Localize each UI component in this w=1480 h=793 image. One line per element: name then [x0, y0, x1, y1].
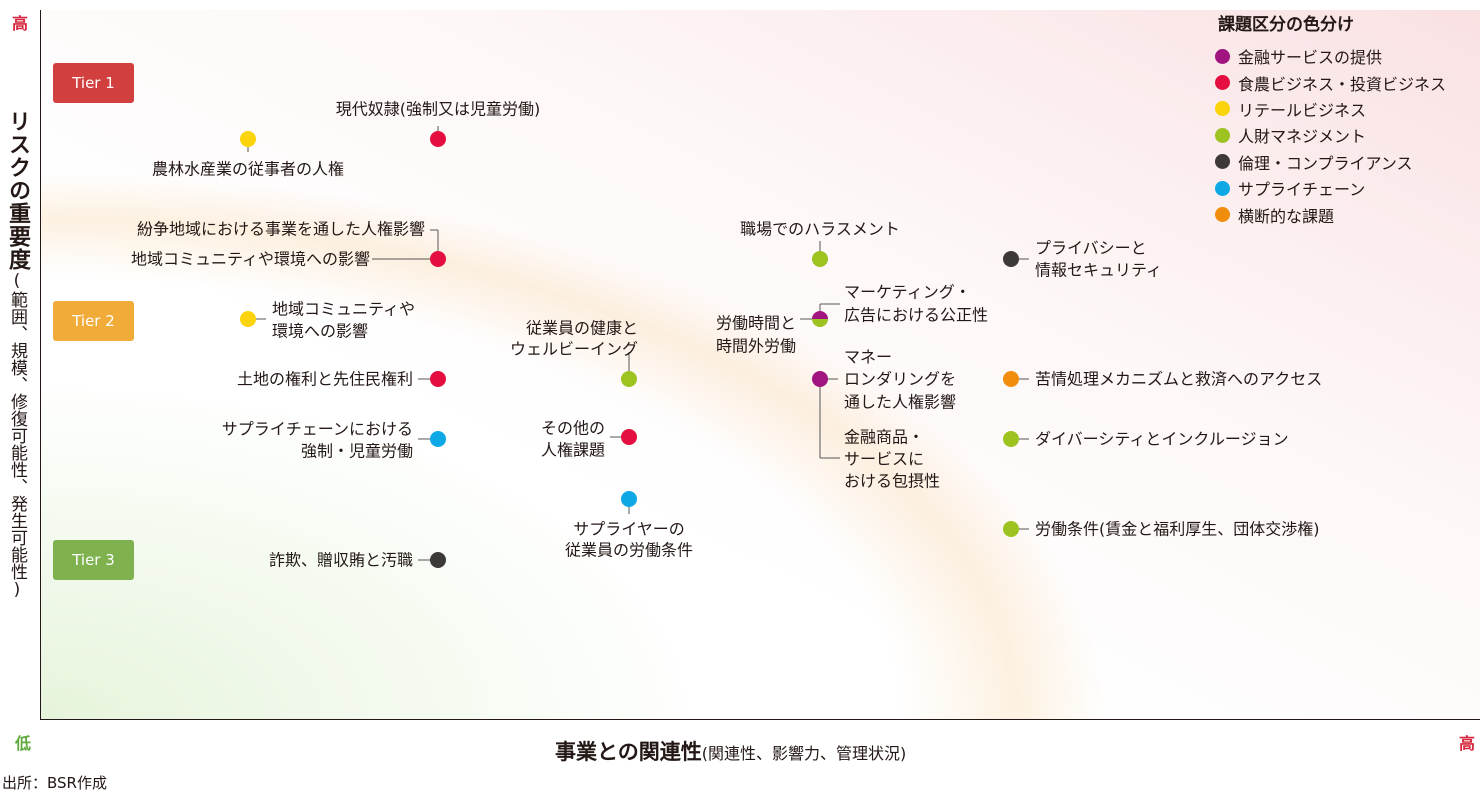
data-label-p10: サプライヤーの [573, 520, 685, 539]
legend-label: 金融サービスの提供 [1238, 48, 1383, 68]
x-axis-line [40, 719, 1480, 720]
y-axis-title: リスクの重要度(範囲、規模、修復可能性、発生可能性) [1, 110, 33, 600]
data-point-p11 [812, 251, 828, 267]
legend-label: リテールビジネス [1238, 100, 1367, 120]
data-point-p15 [1003, 371, 1019, 387]
tier-3-badge: Tier 3 [53, 540, 134, 580]
x-axis-title-main: 事業との関連性 [555, 740, 702, 764]
data-label-p14: 情報セキュリティ [1035, 261, 1162, 280]
data-label-p13: 金融商品・ [844, 428, 924, 447]
axis-low-label: 低 [15, 734, 32, 753]
legend-dot [1215, 207, 1230, 223]
data-label-p1: 農林水産業の従事者の人権 [152, 160, 344, 179]
legend-item-hr: 人財マネジメント [1215, 122, 1446, 148]
legend-item-supply: サプライチェーン [1215, 175, 1446, 201]
data-point-p12-top [812, 311, 828, 319]
data-label-p14: プライバシーと [1035, 239, 1147, 258]
data-label-p2: 現代奴隷(強制又は児童労働) [336, 100, 541, 119]
plot-area [40, 10, 1480, 720]
legend-dot [1215, 154, 1230, 170]
legend-label: 横断的な課題 [1238, 206, 1335, 226]
data-point-p9 [621, 429, 637, 445]
legend-item-finance: 金融サービスの提供 [1215, 43, 1446, 69]
tier-1-badge: Tier 1 [53, 63, 134, 103]
data-point-p13 [812, 371, 828, 387]
data-point-p14 [1003, 251, 1019, 267]
y-axis-title-main: リスクの重要度 [5, 110, 30, 271]
legend-label: 食農ビジネス・投資ビジネス [1238, 74, 1447, 94]
data-label-p5: 土地の権利と先住民権利 [237, 370, 413, 389]
legend-title: 課題区分の色分け [1218, 15, 1354, 35]
legend: 課題区分の色分け 金融サービスの提供 食農ビジネス・投資ビジネス リテールビジネ… [1215, 10, 1446, 228]
legend-dot [1215, 75, 1230, 91]
data-label-p4: 環境への影響 [272, 322, 368, 341]
data-label-p10: 従業員の労働条件 [565, 541, 693, 560]
data-point-p5 [430, 371, 446, 387]
legend-dot [1215, 48, 1230, 64]
data-label-p16: ダイバーシティとインクルージョン [1035, 430, 1289, 449]
data-point-p12-bottom [812, 319, 828, 327]
legend-item-cross: 横断的な課題 [1215, 201, 1446, 227]
legend-item-retail: リテールビジネス [1215, 96, 1446, 122]
x-axis-title-note: (関連性、影響力、管理状況) [701, 744, 907, 763]
y-axis-title-note: (範囲、規模、修復可能性、発生可能性) [7, 271, 27, 600]
data-label-p8: ウェルビーイング [510, 340, 638, 359]
data-label-p8: 従業員の健康と [526, 319, 638, 338]
data-point-p7 [430, 552, 446, 568]
x-axis-title: 事業との関連性(関連性、影響力、管理状況) [555, 736, 906, 766]
legend-label: 人財マネジメント [1238, 127, 1367, 147]
data-label-p6: サプライチェーンにおける [222, 420, 413, 439]
data-point-p4 [240, 311, 256, 327]
data-label-p6: 強制・児童労働 [301, 442, 413, 461]
data-point-p1 [240, 131, 256, 147]
y-axis-line [40, 10, 41, 720]
data-label-p13: ロンダリングを [844, 370, 956, 389]
data-point-p17 [1003, 521, 1019, 537]
data-point-p3 [430, 251, 446, 267]
data-label-p11: 職場でのハラスメント [740, 220, 900, 239]
data-label-p3: 紛争地域における事業を通した人権影響 [137, 220, 425, 239]
data-label-p9: その他の [541, 419, 605, 438]
legend-item-food: 食農ビジネス・投資ビジネス [1215, 69, 1446, 95]
legend-label: 倫理・コンプライアンス [1238, 153, 1413, 173]
data-point-p2 [430, 131, 446, 147]
legend-dot [1215, 101, 1230, 117]
data-label-p13: おける包摂性 [844, 472, 940, 491]
data-label-p7: 詐欺、贈収賄と汚職 [269, 551, 413, 570]
legend-item-ethics: 倫理・コンプライアンス [1215, 149, 1446, 175]
data-point-p10 [621, 491, 637, 507]
data-label-p4: 地域コミュニティや [272, 300, 415, 319]
legend-label: サプライチェーン [1238, 180, 1366, 200]
data-label-p13: 通した人権影響 [844, 393, 956, 412]
data-label-p9: 人権課題 [541, 441, 605, 460]
data-point-p8 [621, 371, 637, 387]
y-axis-high-label: 高 [12, 14, 29, 33]
data-label-p3: 地域コミュニティや環境への影響 [131, 250, 370, 269]
data-point-p6 [430, 431, 446, 447]
data-label-p13: サービスに [844, 450, 924, 469]
legend-dot [1215, 127, 1230, 143]
data-label-p12: 広告における公正性 [844, 306, 988, 325]
tier-2-badge: Tier 2 [53, 301, 134, 341]
data-label-p12: 時間外労働 [716, 337, 796, 356]
source-note: 出所：BSR作成 [2, 774, 107, 792]
data-label-p15: 苦情処理メカニズムと救済へのアクセス [1035, 370, 1322, 389]
data-point-p16 [1003, 431, 1019, 447]
data-label-p12: 労働時間と [716, 314, 796, 333]
legend-dot [1215, 180, 1230, 196]
x-axis-high-label: 高 [1459, 734, 1476, 753]
data-label-p13: マネー [844, 348, 892, 367]
data-label-p17: 労働条件(賃金と福利厚生、団体交渉権) [1035, 520, 1320, 539]
data-label-p12: マーケティング・ [844, 283, 971, 302]
